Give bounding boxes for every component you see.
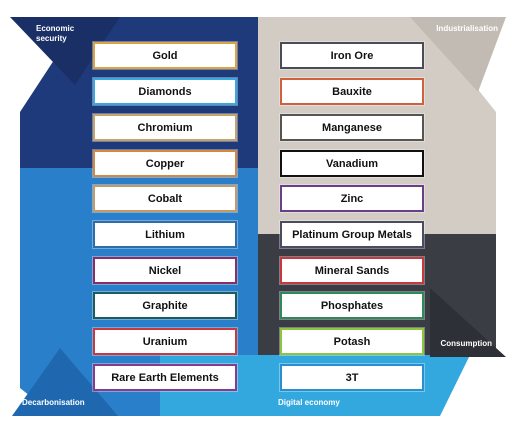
mineral-box-3t: 3T: [280, 364, 424, 391]
mineral-box-phosphates: Phosphates: [280, 292, 424, 319]
mineral-box-diamonds: Diamonds: [93, 78, 237, 105]
consumption-wedge: [430, 288, 506, 357]
mineral-box-gold: Gold: [93, 42, 237, 69]
decarbonisation-label: Decarbonisation: [22, 398, 85, 407]
mineral-box-iron-ore: Iron Ore: [280, 42, 424, 69]
mineral-box-zinc: Zinc: [280, 185, 424, 212]
mineral-box-cobalt: Cobalt: [93, 185, 237, 212]
mineral-box-bauxite: Bauxite: [280, 78, 424, 105]
mineral-box-rare-earth-elements: Rare Earth Elements: [93, 364, 237, 391]
digital-economy-label: Digital economy: [278, 398, 340, 407]
mineral-box-nickel: Nickel: [93, 257, 237, 284]
economic-security-wedge: [10, 17, 120, 85]
consumption-label: Consumption: [440, 339, 492, 348]
mineral-box-uranium: Uranium: [93, 328, 237, 355]
decarbonisation-wedge: [12, 348, 118, 416]
mineral-box-graphite: Graphite: [93, 292, 237, 319]
mineral-box-lithium: Lithium: [93, 221, 237, 248]
mineral-box-platinum-group-metals: Platinum Group Metals: [280, 221, 424, 248]
industrialisation-label: Industrialisation: [436, 24, 498, 33]
mineral-box-copper: Copper: [93, 150, 237, 177]
mineral-box-potash: Potash: [280, 328, 424, 355]
industrialisation-wedge: [410, 17, 506, 92]
economic-security-label: Economic security: [36, 24, 75, 43]
mineral-box-vanadium: Vanadium: [280, 150, 424, 177]
mineral-box-mineral-sands: Mineral Sands: [280, 257, 424, 284]
mineral-box-manganese: Manganese: [280, 114, 424, 141]
mineral-box-chromium: Chromium: [93, 114, 237, 141]
